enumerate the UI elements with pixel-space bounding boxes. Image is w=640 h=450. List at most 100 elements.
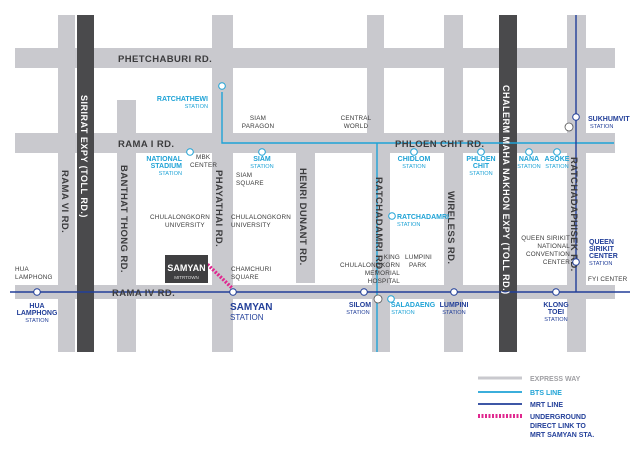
ratchadamri-road-label: RATCHADAMRI RD. — [373, 177, 384, 273]
rama6-road — [58, 15, 75, 352]
interchange-icon — [373, 294, 383, 304]
svg-text:CHULALONGKORN: CHULALONGKORN — [150, 214, 210, 221]
wireless-road-label: WIRELESS RD. — [445, 191, 456, 264]
sirirat-expressway-label: SIRIRAT EXPY (TOLL RD.) — [79, 95, 89, 218]
svg-text:CENTER: CENTER — [543, 259, 570, 266]
station-chidlom[interactable]: CHIDLOM STATION — [398, 148, 431, 170]
mrt-station-icon — [572, 113, 580, 121]
svg-text:MEMORIAL: MEMORIAL — [365, 270, 400, 277]
svg-text:NANA: NANA — [519, 156, 539, 163]
svg-text:CHULALONGKORN: CHULALONGKORN — [231, 214, 291, 221]
bts-station-icon — [387, 295, 395, 303]
svg-text:PHLOEN: PHLOEN — [466, 156, 495, 163]
station-lumpini[interactable]: LUMPINI STATION — [440, 288, 469, 316]
sirirat-expressway — [77, 15, 94, 352]
wireless-road — [444, 15, 463, 352]
mrt-station-icon — [572, 258, 580, 266]
samyan-mitrtown-building — [165, 255, 208, 283]
legend-underground-label-3: MRT SAMYAN STA. — [530, 432, 594, 439]
svg-text:SIAM: SIAM — [236, 172, 252, 179]
svg-text:LUMPINI: LUMPINI — [440, 302, 469, 309]
station-ratchadamri[interactable]: RATCHADAMRI STATION — [388, 212, 449, 228]
rama6-road-label: RAMA VI RD. — [59, 170, 70, 233]
svg-text:SIAM: SIAM — [253, 156, 271, 163]
landmark-lumpini-park: LUMPINI PARK — [405, 254, 432, 269]
landmark-fyi-center: FYI CENTER — [588, 276, 628, 283]
henri-dunant-road-label: HENRI DUNANT RD. — [297, 168, 308, 266]
bts-station-icon — [410, 148, 418, 156]
landmark-siam-square: SIAM SQUARE — [236, 172, 264, 187]
station-asoke[interactable]: ASOKE STATION — [545, 148, 570, 170]
underground-link — [203, 260, 234, 290]
svg-text:STATION: STATION — [397, 222, 420, 228]
svg-text:SALADAENG: SALADAENG — [391, 302, 436, 309]
station-silom[interactable]: SILOM STATION — [346, 288, 383, 316]
svg-text:HUA: HUA — [29, 303, 44, 310]
station-nana[interactable]: NANA STATION — [517, 148, 541, 170]
svg-text:SIAM: SIAM — [250, 115, 266, 122]
svg-text:RATCHADAMRI: RATCHADAMRI — [397, 214, 449, 221]
svg-text:STATION: STATION — [346, 310, 369, 316]
svg-text:STATION: STATION — [391, 310, 414, 316]
landmark-hua-lamphong: HUA LAMPHONG — [15, 266, 53, 281]
station-sukhumvit[interactable]: SUKHUMVIT STATION — [564, 113, 630, 132]
station-saladaeng[interactable]: SALADAENG STATION — [387, 295, 436, 316]
svg-text:STATION: STATION — [185, 104, 208, 110]
station-hua-lamphong[interactable]: HUA LAMPHONG STATION — [17, 288, 58, 324]
svg-text:STATION: STATION — [544, 317, 567, 323]
landmark-chulalongkorn-hospital: KING CHULALONGKORN MEMORIAL HOSPITAL — [340, 254, 400, 285]
svg-text:STATION: STATION — [159, 171, 182, 177]
svg-text:UNIVERSITY: UNIVERSITY — [165, 222, 205, 229]
station-siam[interactable]: SIAM STATION — [250, 148, 274, 170]
landmark-qsncc: QUEEN SIRIKIT NATIONAL CONVENTION CENTER — [521, 235, 570, 266]
svg-text:ASOKE: ASOKE — [545, 156, 570, 163]
svg-text:HUA: HUA — [15, 266, 29, 273]
station-queen-sirikit-center[interactable]: QUEEN SIRIKIT CENTER STATION — [572, 239, 618, 267]
svg-text:QUEEN: QUEEN — [589, 239, 614, 246]
mrt-station-icon — [33, 288, 41, 296]
station-ratchathewi[interactable]: RATCHATHEWI STATION — [157, 82, 226, 110]
svg-text:SILOM: SILOM — [349, 302, 371, 309]
landmark-chamchuri-square: CHAMCHURI SQUARE — [231, 266, 271, 281]
bts-station-icon — [388, 212, 396, 220]
phetchaburi-road-label: PHETCHABURI RD. — [118, 54, 212, 65]
map-legend: EXPRESS WAY BTS LINE MRT LINE UNDERGROUN… — [478, 376, 594, 439]
station-samyan[interactable]: SAMYAN STATION — [229, 288, 273, 322]
svg-text:STADIUM: STADIUM — [151, 163, 183, 170]
samyan-building-name: SAMYAN — [167, 263, 205, 273]
legend-underground-label-1: UNDERGROUND — [530, 414, 586, 421]
svg-text:PARK: PARK — [409, 262, 427, 269]
svg-text:MBK: MBK — [196, 154, 211, 161]
svg-text:STATION: STATION — [442, 310, 465, 316]
mrt-station-icon — [552, 288, 560, 296]
samyan-station-sub: STATION — [230, 313, 264, 322]
svg-text:STATION: STATION — [469, 171, 492, 177]
samyan-building-sub: MITRTOWN — [174, 275, 199, 280]
svg-text:STATION: STATION — [517, 164, 540, 170]
svg-text:CHAMCHURI: CHAMCHURI — [231, 266, 271, 273]
svg-text:NATIONAL: NATIONAL — [537, 243, 570, 250]
legend-bts-label: BTS LINE — [530, 390, 562, 397]
station-klong-toei[interactable]: KLONG TOEI STATION — [543, 288, 569, 323]
chalerm-expressway — [499, 15, 517, 352]
phloen-chit-road-label: PHLOEN CHIT RD. — [395, 139, 484, 150]
samyan-station-name: SAMYAN — [230, 302, 272, 313]
svg-text:UNIVERSITY: UNIVERSITY — [231, 222, 271, 229]
svg-text:HOSPITAL: HOSPITAL — [368, 278, 401, 285]
mrt-station-icon — [360, 288, 368, 296]
phetchaburi-road — [15, 48, 615, 68]
svg-text:QUEEN SIRIKIT: QUEEN SIRIKIT — [521, 235, 570, 242]
svg-text:LAMPHONG: LAMPHONG — [15, 274, 53, 281]
phayathai-road — [212, 15, 233, 352]
svg-text:STATION: STATION — [545, 164, 568, 170]
station-national-stadium[interactable]: NATIONAL STADIUM STATION — [146, 148, 194, 177]
svg-text:CHULALONGKORN: CHULALONGKORN — [340, 262, 400, 269]
landmark-central-world: CENTRAL WORLD — [341, 115, 372, 130]
svg-text:CENTER: CENTER — [589, 253, 618, 260]
phayathai-road-label: PHAYATHAI RD. — [213, 170, 224, 247]
station-phloen-chit[interactable]: PHLOEN CHIT STATION — [466, 148, 496, 177]
bts-station-icon — [218, 82, 226, 90]
svg-text:STATION: STATION — [250, 164, 273, 170]
mrt-station-icon — [229, 288, 237, 296]
banthat-thong-road — [117, 100, 136, 352]
